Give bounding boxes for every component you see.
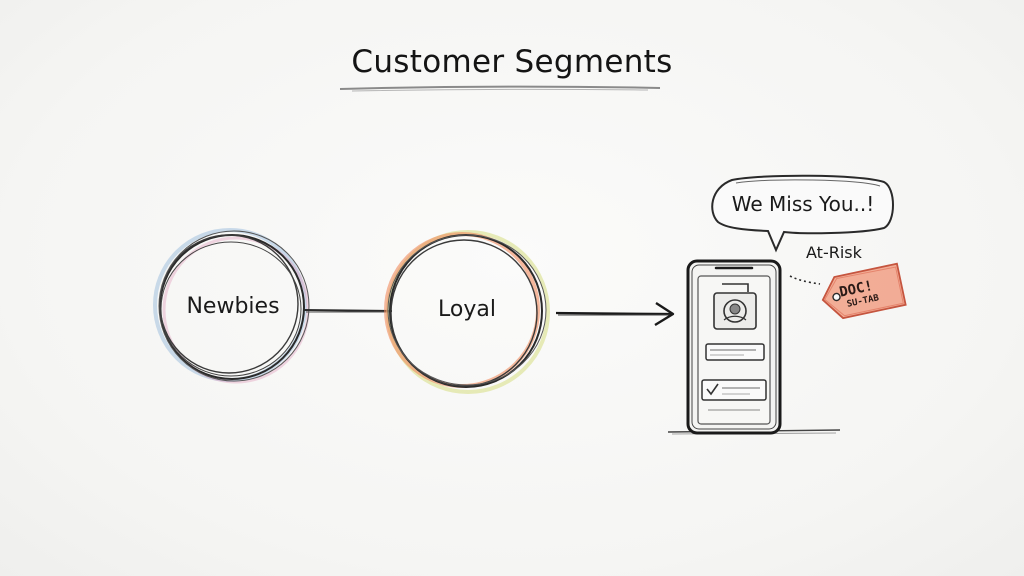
at-risk-tag <box>821 262 907 320</box>
checkmark-icon <box>706 383 719 396</box>
connector-newbies-loyal <box>303 309 393 312</box>
at-risk-label: At-Risk <box>806 243 862 262</box>
newbies-label: Newbies <box>186 294 280 319</box>
diagram-title: Customer Segments <box>351 44 673 80</box>
title-underline <box>339 85 661 90</box>
speech-bubble-text: We Miss You..! <box>731 192 875 216</box>
tag-string <box>789 275 821 285</box>
loyal-label: Loyal <box>438 297 496 322</box>
avatar-icon <box>722 283 749 292</box>
speech-bubble <box>711 174 894 253</box>
loyal-circle <box>384 230 550 394</box>
phone-illustration <box>667 259 841 435</box>
arrow-to-phone <box>555 301 675 327</box>
